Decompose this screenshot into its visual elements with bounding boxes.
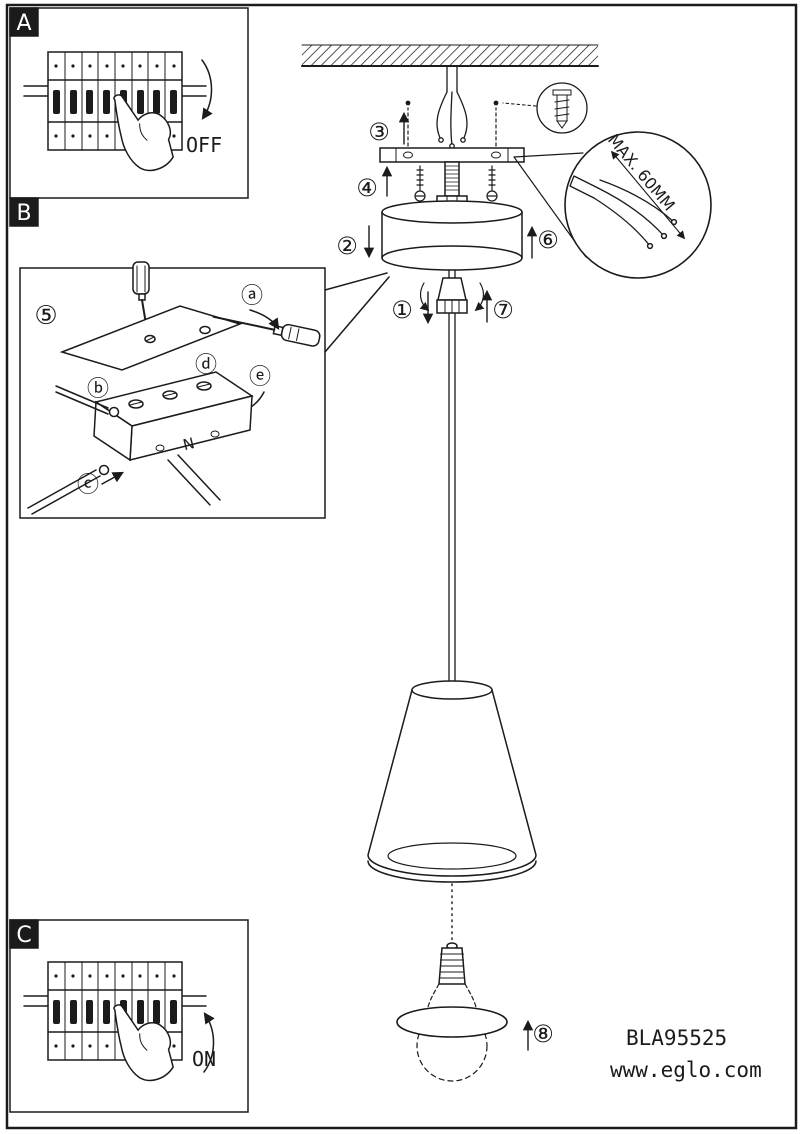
lamp-shade [367,680,537,883]
mounting-screws [414,165,498,202]
step-3-badge: ③ [368,118,390,146]
screwdriver-icon [132,261,150,337]
step-2-badge: ② [336,232,358,260]
panel-b [9,197,390,519]
wall-anchor-detail [502,82,588,134]
light-bulb [396,883,508,1082]
substep-d-badge: ⓓ [195,353,217,378]
panel-b-label: B [16,201,31,226]
panel-c-label: C [16,923,31,948]
wire-b [55,385,120,418]
step-4-badge: ④ [356,174,378,202]
power-on-label: ON [192,1047,216,1071]
suspension-rod [448,269,456,689]
step-5-badge: ⑤ [34,301,57,331]
flip-up-arrow [203,1012,215,1073]
strip-length-arrow [610,150,686,240]
ceiling-hatch [301,44,599,67]
step-7-badge: ⑦ [492,296,514,324]
substep-a-badge: ⓐ [241,284,263,309]
wire-c [27,464,124,515]
terminal-block [93,371,254,506]
substep-c-badge: ⓒ [77,473,99,498]
panel-c-label-box [9,919,39,949]
substep-e-badge: ⓔ [249,365,271,390]
step-6-badge: ⑥ [537,226,559,254]
wire-strip-detail [513,131,712,279]
website-url: www.eglo.com [610,1058,762,1082]
detail-pointer-lines [324,272,390,353]
panel-a-box [9,7,249,199]
panel-b-label-box [9,197,39,227]
step-arrows [363,111,538,1051]
power-off-label: OFF [186,133,222,157]
model-number: BLA95525 [626,1026,727,1050]
page-border [5,3,798,1130]
panel-c [9,919,249,1113]
neutral-terminal-label: N [181,434,196,454]
flip-down-arrow [201,59,213,120]
mounting-bracket [379,147,525,209]
substep-b-badge: ⓑ [87,377,109,402]
ceiling-canopy [381,200,523,271]
mains-cable [436,65,468,149]
panel-b-box [19,267,326,519]
panel-a-label: A [16,11,31,36]
strain-relief-cone [419,277,485,314]
main-assembly [301,44,712,1082]
step-1-badge: ① [391,296,413,324]
step-8-badge: ⑧ [532,1020,554,1048]
panel-c-box [9,919,249,1113]
rotate-arrow-a [249,309,280,330]
panel-a-label-box [9,7,39,37]
bracket-detail [59,305,243,371]
panel-a [9,7,249,199]
